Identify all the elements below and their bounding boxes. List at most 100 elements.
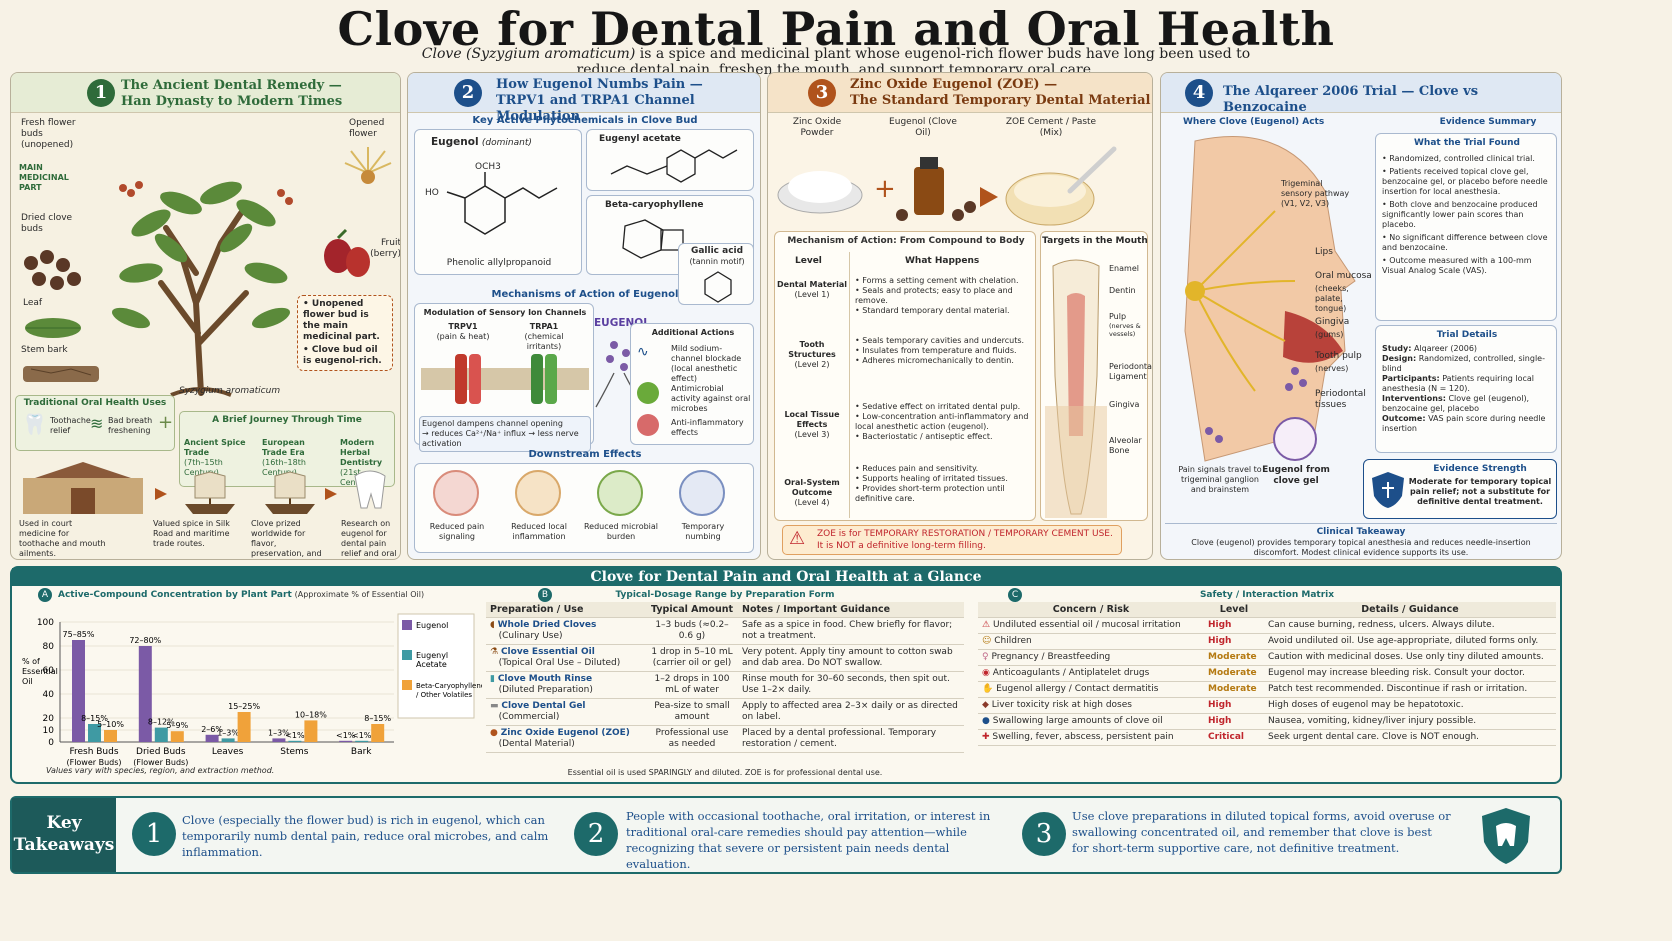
clove-tree-illustration bbox=[112, 181, 293, 397]
additional-actions-box: Additional Actions ∿ Mild sodium-channel… bbox=[630, 323, 754, 445]
gallic-box: Gallic acid (tannin motif) bbox=[678, 243, 754, 305]
dosage-col-amount: Typical Amount bbox=[646, 602, 738, 618]
effect-1: Reduced pain signaling bbox=[429, 522, 485, 541]
chart-footnote: Values vary with species, region, and ex… bbox=[46, 766, 275, 775]
y-tick-label: 60 bbox=[43, 666, 55, 676]
label-leaf: Leaf bbox=[23, 298, 43, 308]
details-title: Trial Details bbox=[1436, 330, 1498, 340]
level-2-items: • Seals temporary cavities and undercuts… bbox=[855, 336, 1025, 365]
timeline-illustration bbox=[23, 462, 386, 514]
fruit-berry-icon bbox=[324, 228, 370, 277]
targets-box: Targets in the Mouth Enamel Dentin Pulp … bbox=[1040, 231, 1153, 521]
tooth-cross-section bbox=[1045, 259, 1107, 518]
inflammation-cell-icon bbox=[515, 470, 561, 516]
bar bbox=[205, 734, 219, 742]
chart-title: Active-Compound Concentration by Plant P… bbox=[58, 590, 425, 600]
warning-line1: ZOE is for TEMPORARY RESTORATION / TEMPO… bbox=[817, 529, 1113, 539]
label-fruit: Fruit (berry) bbox=[370, 238, 401, 259]
bar-value-label: 15–25% bbox=[228, 702, 260, 711]
ho-label: HO bbox=[425, 188, 439, 198]
bar bbox=[221, 738, 235, 742]
panel-4-header: 4 The Alqareer 2006 Trial — Clove vs Ben… bbox=[1161, 73, 1561, 115]
legend-label: Acetate bbox=[416, 660, 447, 669]
strength-title: Evidence Strength bbox=[1433, 464, 1527, 474]
label-gingiva-sub: (gums) bbox=[1315, 330, 1344, 339]
microbe-cluster-icon bbox=[597, 470, 643, 516]
x-tick-label: Stems bbox=[280, 747, 309, 757]
bar-value-label: 8–12% bbox=[148, 718, 175, 727]
panel-trial: 4 The Alqareer 2006 Trial — Clove vs Ben… bbox=[1160, 72, 1562, 560]
action-2: Antimicrobial activity against oral micr… bbox=[671, 384, 751, 413]
stem-bark-icon bbox=[23, 366, 99, 382]
dosage-row: ● Zinc Oxide Eugenol (ZOE) (Dental Mater… bbox=[486, 725, 964, 753]
beta-molecule bbox=[622, 219, 684, 259]
gallic-name: Gallic acid bbox=[690, 246, 744, 256]
evidence-title: Evidence Summary bbox=[1439, 117, 1537, 127]
legend-swatch bbox=[402, 680, 412, 690]
effect-3: Reduced microbial burden bbox=[583, 522, 659, 541]
bar-value-label: 72–80% bbox=[129, 636, 161, 645]
label-signals: Pain signals travel to trigeminal gangli… bbox=[1178, 465, 1262, 494]
trpa1-label: TRPA1(chemical irritants) bbox=[524, 322, 564, 351]
action-3: Anti-inflammatory effects bbox=[671, 418, 744, 437]
y-axis-label: % of bbox=[22, 657, 40, 666]
tooth-icon: 🦷 bbox=[22, 412, 47, 436]
panel-3-title-line2: The Standard Temporary Dental Material bbox=[850, 93, 1151, 108]
panel-1-title: The Ancient Dental Remedy —Han Dynasty t… bbox=[121, 78, 342, 110]
eugenol-structure-box: Eugenol (dominant) OCH3 HO Phenolic ally… bbox=[414, 129, 582, 275]
y-tick-label: 0 bbox=[48, 738, 54, 748]
safety-col-details: Details / Guidance bbox=[1264, 602, 1556, 618]
medicinal-note: • Unopened flower bud is the main medici… bbox=[297, 295, 393, 371]
label-gingiva: Gingiva bbox=[1315, 317, 1350, 327]
ion-channel-illustration bbox=[421, 354, 589, 404]
plus-icon: + bbox=[158, 412, 174, 433]
level-3: Local Tissue Effects(Level 3) bbox=[784, 410, 840, 439]
label-mucosa: Oral mucosa bbox=[1315, 271, 1372, 281]
label-pulp-sub: (nerves) bbox=[1315, 364, 1349, 373]
x-tick-label: Dried Buds bbox=[136, 747, 186, 757]
takeaway-1-number: 1 bbox=[132, 812, 176, 856]
bar bbox=[304, 720, 318, 742]
bar bbox=[272, 738, 286, 742]
safety-col-concern: Concern / Risk bbox=[978, 602, 1204, 618]
panel-3-number: 3 bbox=[808, 79, 836, 107]
acetate-molecule bbox=[610, 149, 738, 183]
additional-title: Additional Actions bbox=[651, 328, 735, 337]
dosage-col-prep: Preparation / Use bbox=[486, 602, 646, 618]
leaf-icon bbox=[25, 318, 81, 338]
bar bbox=[237, 712, 251, 742]
tooth-enamel: Enamel bbox=[1109, 264, 1139, 273]
safety-title: Safety / Interaction Matrix bbox=[1199, 590, 1335, 600]
trial-details-box: Trial Details Study: Alqareer (2006) Des… bbox=[1375, 325, 1557, 453]
col-level: Level bbox=[795, 256, 822, 266]
dosage-footnote: Essential oil is used SPARINGLY and dilu… bbox=[567, 768, 883, 777]
legend-label: Eugenyl bbox=[416, 651, 448, 660]
dosage-row: ▮ Clove Mouth Rinse (Diluted Preparation… bbox=[486, 671, 964, 699]
phenolic-label: Phenolic allylpropanoid bbox=[446, 258, 552, 268]
downstream-title: Downstream Effects bbox=[528, 449, 642, 460]
panel-1-number: 1 bbox=[87, 79, 115, 107]
label-fresh-buds: Fresh flower buds (unopened) bbox=[21, 118, 76, 150]
label-lips: Lips bbox=[1315, 247, 1333, 257]
legend-label: Beta-Caryophyllene bbox=[416, 682, 482, 690]
dosage-col-notes: Notes / Important Guidance bbox=[738, 602, 964, 618]
label-gel: Eugenol from clove gel bbox=[1262, 465, 1330, 486]
bar-value-label: 1–3% bbox=[217, 728, 239, 737]
tooth-ligament: Periodontal Ligament bbox=[1109, 362, 1153, 381]
bar bbox=[72, 640, 85, 742]
zoe-label: ZOE Cement / Paste (Mix) bbox=[1005, 117, 1097, 138]
safety-row: ⚠ Undiluted essential oil / mucosal irri… bbox=[978, 617, 1556, 634]
panel-1-title-line1: The Ancient Dental Remedy — bbox=[121, 78, 342, 93]
x-tick-sublabel: (Flower Buds) bbox=[66, 758, 121, 767]
label-dried-buds: Dried clove buds bbox=[21, 213, 73, 234]
microbe-icon bbox=[637, 382, 659, 404]
acetate-box: Eugenyl acetate bbox=[586, 129, 754, 191]
bar bbox=[288, 740, 302, 742]
traditional-uses-box: Traditional Oral Health Uses 🦷 Toothache… bbox=[15, 395, 175, 451]
subtitle-species: Clove (Syzygium aromaticum) bbox=[421, 46, 636, 62]
